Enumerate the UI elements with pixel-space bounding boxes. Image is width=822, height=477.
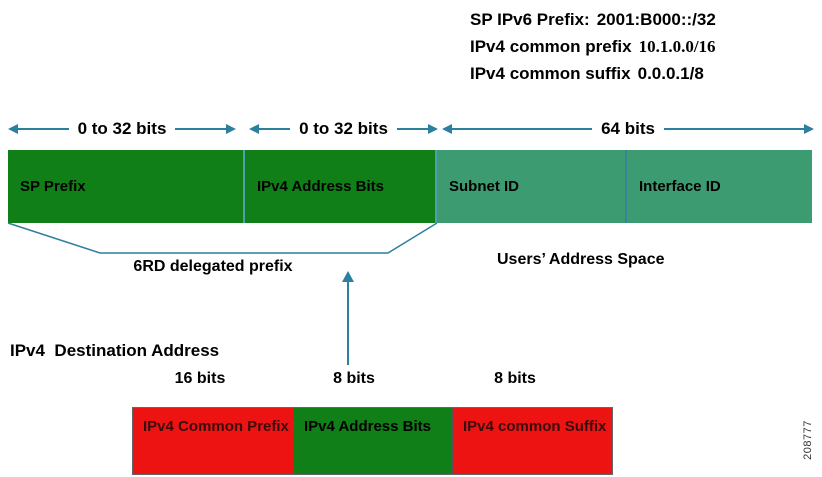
up-arrow: [342, 271, 354, 365]
ipv4-destination-address-label: IPv4 Destination Address: [10, 341, 220, 360]
ipv4-common-prefix-label: IPv4 common prefix: [470, 37, 632, 56]
prefix-info-block: SP IPv6 Prefix: 2001:B000::/32 IPv4 commo…: [470, 6, 716, 87]
ipv4-common-suffix-value: 0.0.0.1/8: [637, 64, 704, 83]
measure-64-bits: 64 bits: [442, 119, 815, 138]
measure-label: 0 to 32 bits: [77, 119, 167, 138]
bits-8-label-suffix: 8 bits: [494, 370, 536, 387]
delegated-prefix-label: 6RD delegated prefix: [133, 258, 293, 275]
measure-label: 64 bits: [601, 119, 655, 138]
sp-ipv6-prefix-label: SP IPv6 Prefix:: [470, 10, 590, 29]
segment-ipv4-common-suffix: IPv4 common Suffix: [453, 408, 612, 474]
delegated-prefix-bracket: [7, 222, 438, 254]
ipv4-address-bar: IPv4 Common Prefix IPv4 Address Bits IPv…: [132, 407, 613, 475]
arrow-left-icon: [249, 123, 259, 134]
measure-label: 0 to 32 bits: [299, 119, 388, 138]
segment-ipv4-address-bits: IPv4 Address Bits: [245, 150, 437, 223]
segment-ipv4-common-prefix: IPv4 Common Prefix: [133, 408, 293, 474]
figure-number: 208777: [802, 420, 814, 460]
bits-16-label: 16 bits: [174, 370, 226, 387]
segment-ipv4-address-bits-bottom: IPv4 Address Bits: [293, 408, 453, 474]
sp-ipv6-prefix-line: SP IPv6 Prefix: 2001:B000::/32: [470, 6, 716, 33]
ipv4-common-suffix-label: IPv4 common suffix: [470, 64, 631, 83]
bits-8-label-address: 8 bits: [333, 370, 375, 387]
ipv4-common-suffix-line: IPv4 common suffix 0.0.0.1/8: [470, 60, 716, 87]
users-address-space-label: Users’ Address Space: [497, 251, 665, 268]
measure-ipv4-address-bits: 0 to 32 bits: [249, 119, 438, 138]
arrow-right-icon: [226, 123, 236, 134]
arrow-right-icon: [804, 123, 815, 134]
ipv4-common-prefix-value: 10.1.0.0/16: [638, 37, 716, 56]
segment-sp-prefix: SP Prefix: [8, 150, 245, 223]
ipv4-common-prefix-line: IPv4 common prefix 10.1.0.0/16: [470, 33, 716, 60]
sp-ipv6-prefix-value: 2001:B000::/32: [596, 10, 716, 29]
segment-interface-id: Interface ID: [627, 150, 812, 223]
arrow-right-icon: [428, 123, 438, 134]
arrow-up-icon: [342, 271, 354, 282]
arrow-left-icon: [8, 123, 18, 134]
measure-sp-prefix-bits: 0 to 32 bits: [8, 119, 236, 138]
segment-subnet-id: Subnet ID: [437, 150, 627, 223]
ipv6-address-bar: SP Prefix IPv4 Address Bits Subnet ID In…: [8, 150, 812, 223]
arrow-left-icon: [442, 123, 452, 134]
